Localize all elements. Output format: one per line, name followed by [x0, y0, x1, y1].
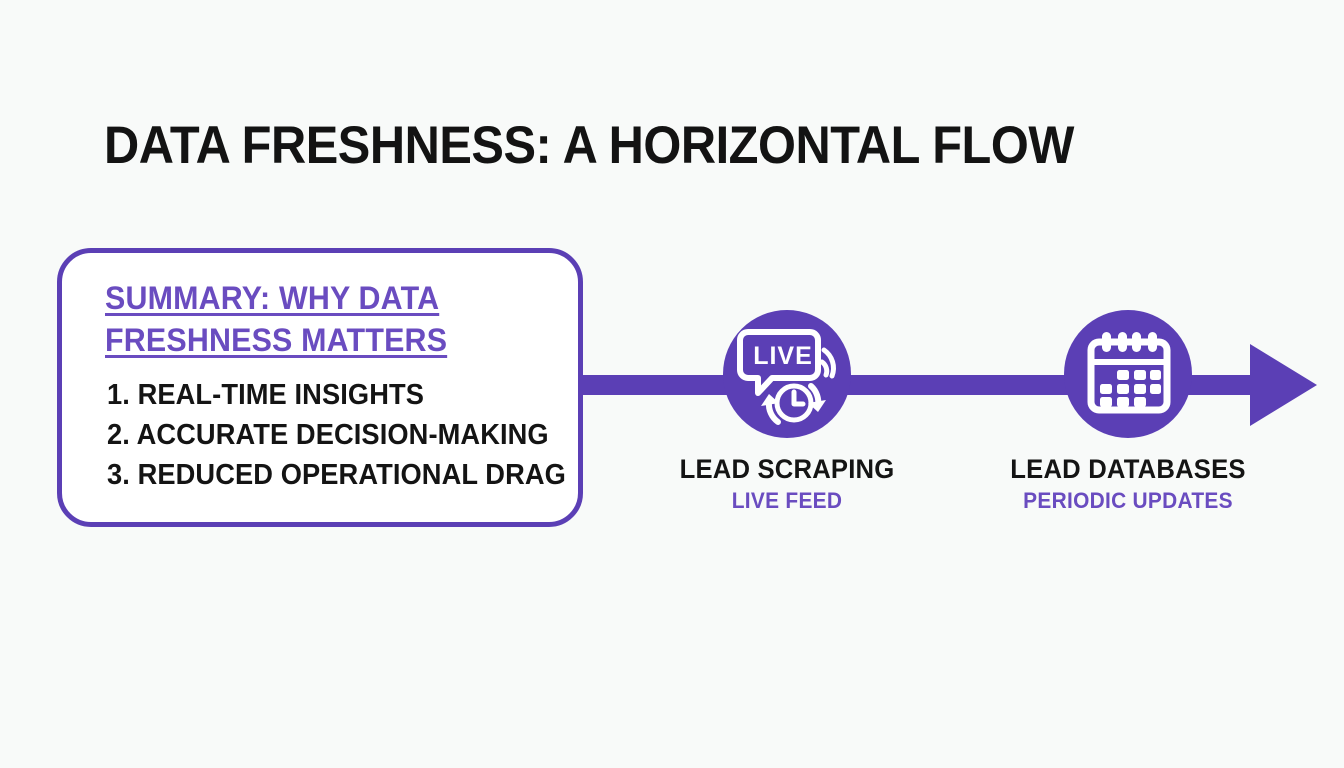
flow-node-lead-scraping[interactable]: LIVE LEAD SCRAPING LIVE FEED: [662, 310, 912, 517]
lead-databases-title: LEAD DATABASES: [1010, 454, 1246, 484]
summary-callout-card: SUMMARY: WHY DATA FRESHNESS MATTERS 1. R…: [57, 248, 583, 527]
flow-node-lead-databases[interactable]: LEAD DATABASES PERIODIC UPDATES: [1003, 310, 1253, 517]
lead-databases-icon-circle: [1064, 310, 1192, 438]
lead-scraping-icon-circle: LIVE: [723, 310, 851, 438]
summary-list: 1. REAL-TIME INSIGHTS 2. ACCURATE DECISI…: [107, 375, 566, 495]
lead-scraping-subtitle: LIVE FEED: [731, 487, 843, 513]
summary-heading: SUMMARY: WHY DATA FRESHNESS MATTERS: [105, 280, 448, 359]
lead-databases-subtitle: PERIODIC UPDATES: [1023, 487, 1233, 513]
list-item: 2. ACCURATE DECISION-MAKING: [107, 419, 549, 451]
calendar-icon: [1087, 332, 1171, 414]
page-title: DATA FRESHNESS: A HORIZONTAL FLOW: [104, 116, 1074, 175]
svg-text:LIVE: LIVE: [753, 342, 813, 370]
list-item: 3. REDUCED OPERATIONAL DRAG: [107, 459, 566, 491]
live-broadcast-refresh-icon: LIVE: [737, 329, 836, 425]
lead-databases-labels: LEAD DATABASES PERIODIC UPDATES: [1003, 454, 1253, 517]
lead-scraping-title: LEAD SCRAPING: [679, 454, 895, 484]
lead-scraping-labels: LEAD SCRAPING LIVE FEED: [662, 454, 912, 517]
list-item: 1. REAL-TIME INSIGHTS: [107, 379, 425, 411]
